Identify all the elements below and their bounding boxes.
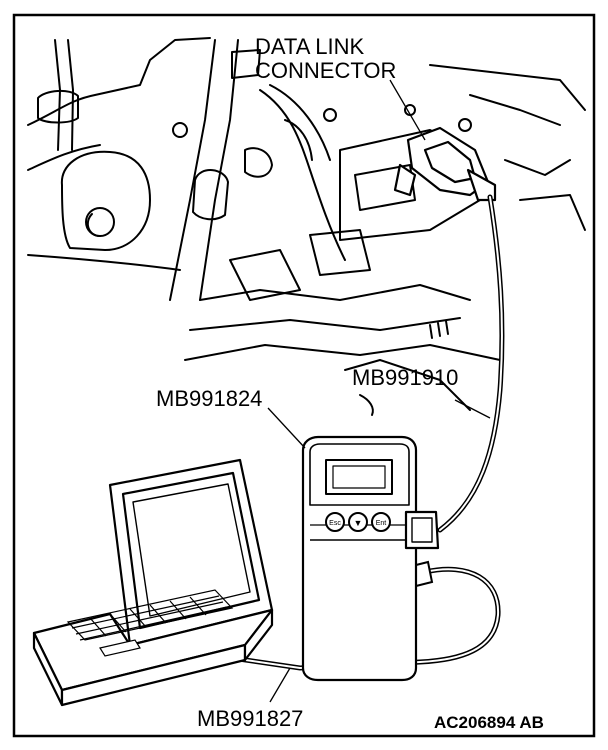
vci-button-esc[interactable]: Esc [325,512,345,532]
vci-unit [301,435,440,682]
laptop-keyboard [66,589,234,657]
vci-button-down[interactable]: ▼ [348,512,368,532]
svg-text:Ent: Ent [376,520,387,527]
dashboard-underside [27,37,586,416]
svg-text:▼: ▼ [354,518,363,528]
label-mb991910: MB991910 [352,365,458,390]
svg-text:Esc: Esc [329,520,341,527]
cable-mb991910 [437,194,505,533]
figure-code: AC206894 AB [434,713,544,732]
vci-button-ent[interactable]: Ent [371,512,391,532]
label-data-link-line2: CONNECTOR [255,58,396,83]
label-data-link-line1: DATA LINK [255,34,365,59]
leader-lines [267,79,491,703]
label-mb991827: MB991827 [197,706,303,731]
label-mb991824: MB991824 [156,386,262,411]
data-link-connector-plug [393,126,497,202]
